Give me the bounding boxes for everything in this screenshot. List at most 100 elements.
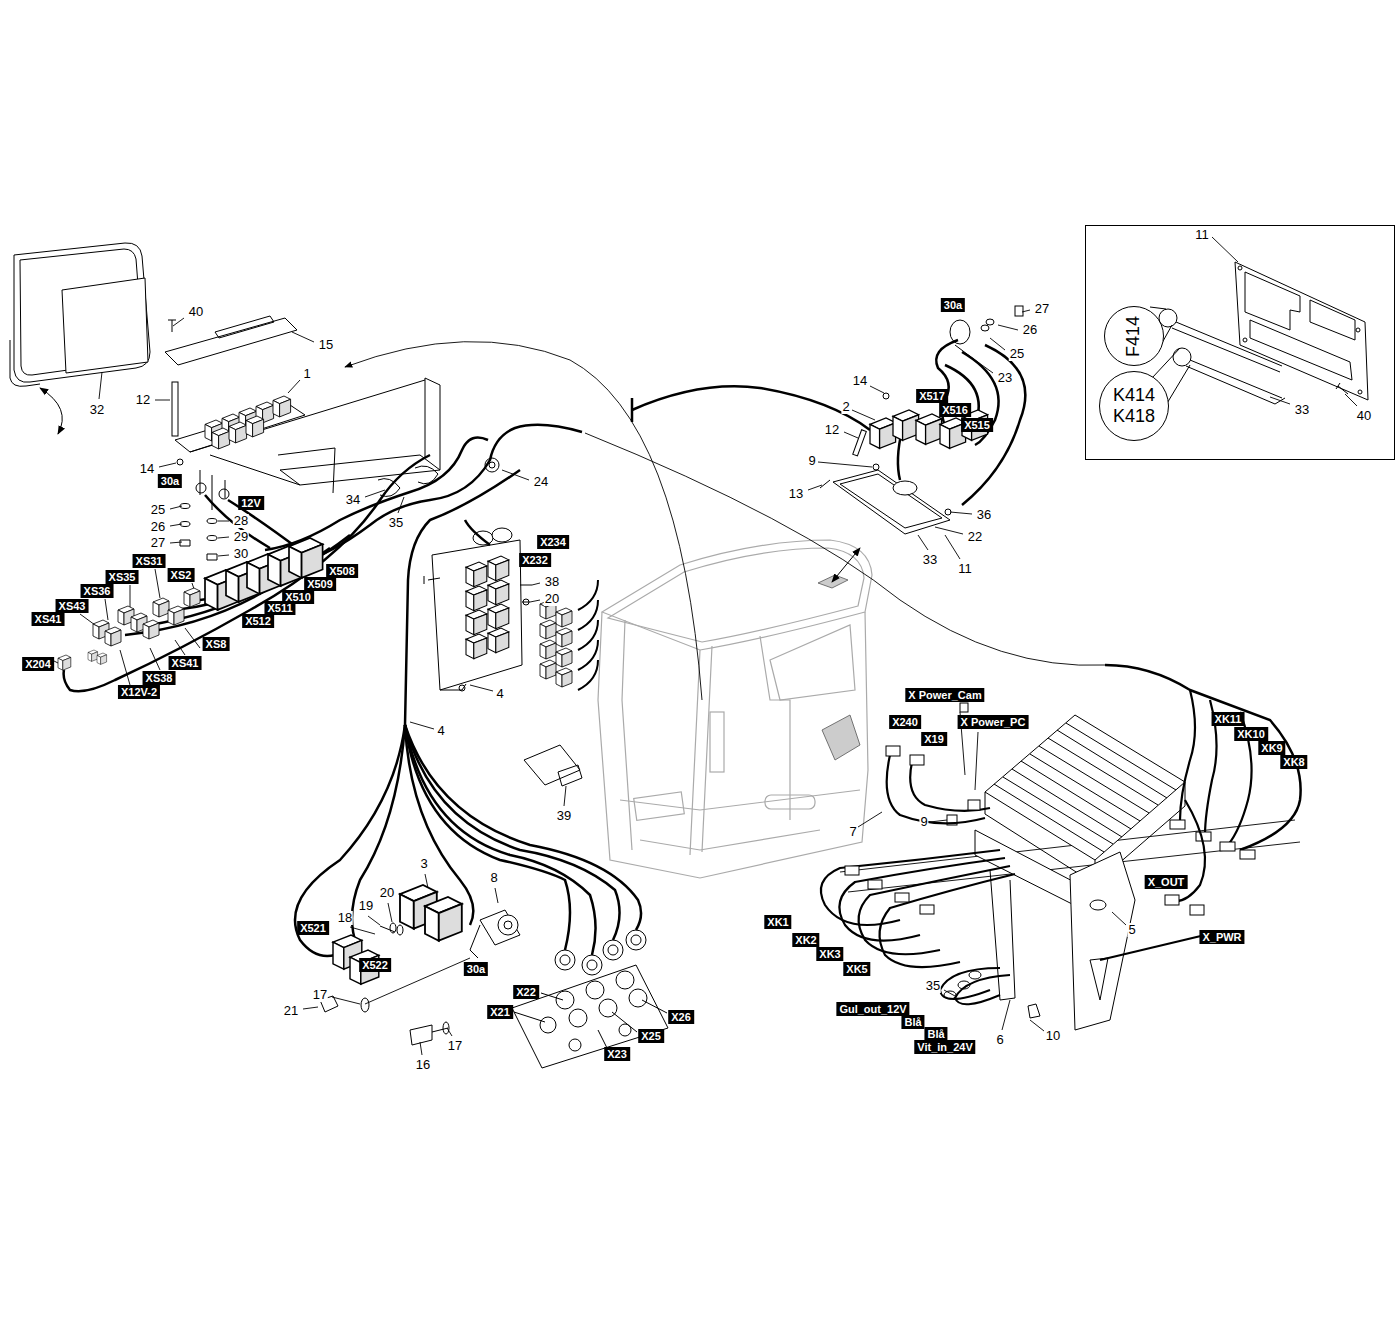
callout-number: 8	[489, 871, 498, 885]
callout-number: 15	[318, 338, 334, 352]
connector-name: X521	[300, 922, 326, 934]
connector-tag: XK3	[816, 947, 843, 961]
callout-number: 21	[283, 1004, 299, 1018]
callout-number: 25	[150, 503, 166, 517]
connector-tag: X_PWR	[1199, 930, 1244, 944]
callout-number: 28	[233, 514, 249, 528]
connector-name: XS2	[171, 569, 192, 581]
callout-number: 14	[852, 374, 868, 388]
connector-name: XK3	[819, 948, 840, 960]
connector-name: XS31	[136, 555, 163, 567]
connector-tag: XK11	[1212, 712, 1245, 726]
callout-number: 14	[139, 462, 155, 476]
connector-tag: X508	[326, 564, 358, 578]
callout-number: 17	[447, 1039, 463, 1053]
connector-tag: XS35	[106, 570, 139, 584]
connector-name: Gul_out_12V	[839, 1003, 906, 1015]
callout-number: 4	[495, 687, 504, 701]
component-id: K414 K418	[1111, 385, 1157, 427]
connector-tag: Vit_in_24V	[914, 1040, 975, 1054]
connector-tag: Blå	[901, 1015, 924, 1029]
connector-name: XK8	[1283, 756, 1304, 768]
callout-number: 27	[1034, 302, 1050, 316]
connector-tag: XS2	[168, 568, 195, 582]
callout-number: 12	[135, 393, 151, 407]
connector-name: 12V	[241, 497, 261, 509]
callout-number: 16	[415, 1058, 431, 1072]
callout-number: 26	[150, 520, 166, 534]
callout-number: 23	[997, 371, 1013, 385]
callout-number: 20	[379, 886, 395, 900]
connector-name: X25	[641, 1030, 661, 1042]
connector-tag: XK2	[792, 933, 819, 947]
connector-name: X12V-2	[121, 686, 157, 698]
connector-name: X234	[540, 536, 566, 548]
connector-name: X204	[25, 658, 51, 670]
connector-name: X22	[516, 986, 536, 998]
connector-name: X26	[671, 1011, 691, 1023]
connector-tag: X516	[939, 403, 971, 417]
connector-name: XS41	[35, 613, 62, 625]
inset-frame: 113340F414K414 K418	[1085, 225, 1395, 460]
connector-tag: X512	[242, 614, 274, 628]
connector-name: XK10	[1237, 728, 1265, 740]
connector-name: X522	[362, 959, 388, 971]
connector-tag: X517	[916, 389, 948, 403]
connector-name: Vit_in_24V	[917, 1041, 972, 1053]
connector-tag: XS31	[133, 554, 166, 568]
connector-tag: X240	[889, 715, 921, 729]
connector-name: X512	[245, 615, 271, 627]
connector-name: X19	[924, 733, 944, 745]
connector-name: XK9	[1261, 742, 1282, 754]
connector-name: X515	[964, 419, 990, 431]
connector-name: X23	[607, 1048, 627, 1060]
connector-tag: X26	[668, 1010, 694, 1024]
connector-tag: 30a	[464, 962, 488, 976]
connector-name: XK5	[846, 963, 867, 975]
connector-tag: XS41	[32, 612, 65, 626]
connector-name: X_PWR	[1202, 931, 1241, 943]
connector-tag: X511	[264, 601, 295, 615]
callout-number: 40	[1356, 409, 1372, 423]
connector-tag: XS8	[203, 637, 230, 651]
connector-name: XS41	[172, 657, 199, 669]
connector-tag: X12V-2	[118, 685, 160, 699]
connector-name: X517	[919, 390, 945, 402]
callout-number: 11	[1194, 228, 1210, 242]
connector-name: XS43	[59, 600, 86, 612]
connector-name: X511	[267, 602, 292, 614]
connector-tag: X_OUT	[1145, 875, 1188, 889]
connector-name: X508	[329, 565, 355, 577]
connector-name: Blå	[927, 1028, 944, 1040]
callout-number: 18	[337, 911, 353, 925]
connector-tag: X19	[921, 732, 947, 746]
connector-tag: X234	[537, 535, 569, 549]
connector-tag: 12V	[238, 496, 264, 510]
callout-number: 6	[995, 1033, 1004, 1047]
connector-tag: 30a	[158, 474, 182, 488]
callout-number: 20	[544, 592, 560, 606]
callout-number: 11	[957, 562, 973, 576]
callout-number: 30	[233, 547, 249, 561]
connector-tag: X Power_PC	[958, 715, 1029, 729]
connector-name: X Power_PC	[961, 716, 1026, 728]
callout-number: 3	[419, 857, 428, 871]
callout-number: 24	[533, 475, 549, 489]
callout-number: 9	[919, 815, 928, 829]
callout-number: 25	[1009, 347, 1025, 361]
callout-number: 27	[150, 536, 166, 550]
connector-tag: X521	[297, 921, 329, 935]
connector-tag: Gul_out_12V	[836, 1002, 909, 1016]
callout-number: 33	[922, 553, 938, 567]
connector-tag: X522	[359, 958, 391, 972]
callout-number: 7	[848, 825, 857, 839]
callout-number: 40	[188, 305, 204, 319]
callout-number: 22	[967, 530, 983, 544]
callout-number: 19	[358, 899, 374, 913]
connector-name: 30a	[944, 299, 962, 311]
connector-tag: XS38	[143, 671, 176, 685]
callout-number: 35	[925, 979, 941, 993]
connector-tag: XK8	[1280, 755, 1307, 769]
callout-number: 4	[436, 724, 445, 738]
